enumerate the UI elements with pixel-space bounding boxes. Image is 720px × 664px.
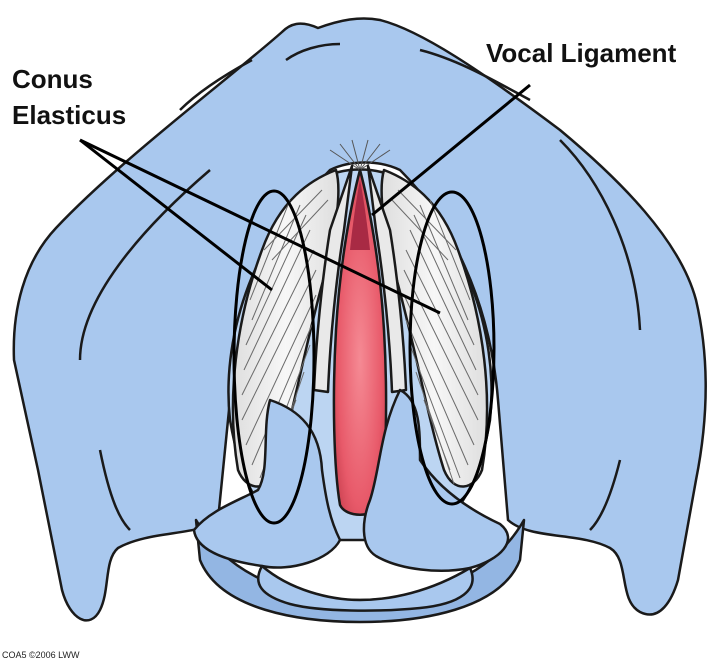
glottis-dark-top xyxy=(350,180,370,250)
thyroid-contour xyxy=(559,139,642,331)
conus-leader-line-left xyxy=(79,138,273,292)
conus-label-line1: Conus xyxy=(12,64,93,94)
thyroid-contour xyxy=(589,459,622,531)
cricoid-base xyxy=(257,564,474,612)
thyroid-contour xyxy=(285,42,341,62)
vocal-ligament-leader-line xyxy=(371,83,531,217)
glottis xyxy=(332,168,388,516)
conus-leader-line-right xyxy=(79,138,441,315)
copyright-credit: COA5 ©2006 LWW xyxy=(2,650,80,660)
vocal-ligament-label: Vocal Ligament xyxy=(486,38,677,68)
thyroid-contour xyxy=(78,169,211,361)
right-highlight-ellipse xyxy=(408,190,496,506)
left-highlight-ellipse xyxy=(232,189,316,525)
right-fibres xyxy=(391,189,479,485)
anterior-fibres xyxy=(329,139,391,171)
conus-elasticus-label: Conus Elasticus xyxy=(12,61,126,133)
conus-label-line2: Elasticus xyxy=(12,100,127,130)
left-vocal-fold xyxy=(312,164,354,394)
thyroid-contour xyxy=(179,58,253,111)
thyroid-cartilage xyxy=(12,17,707,622)
thyroid-contour xyxy=(98,449,131,531)
